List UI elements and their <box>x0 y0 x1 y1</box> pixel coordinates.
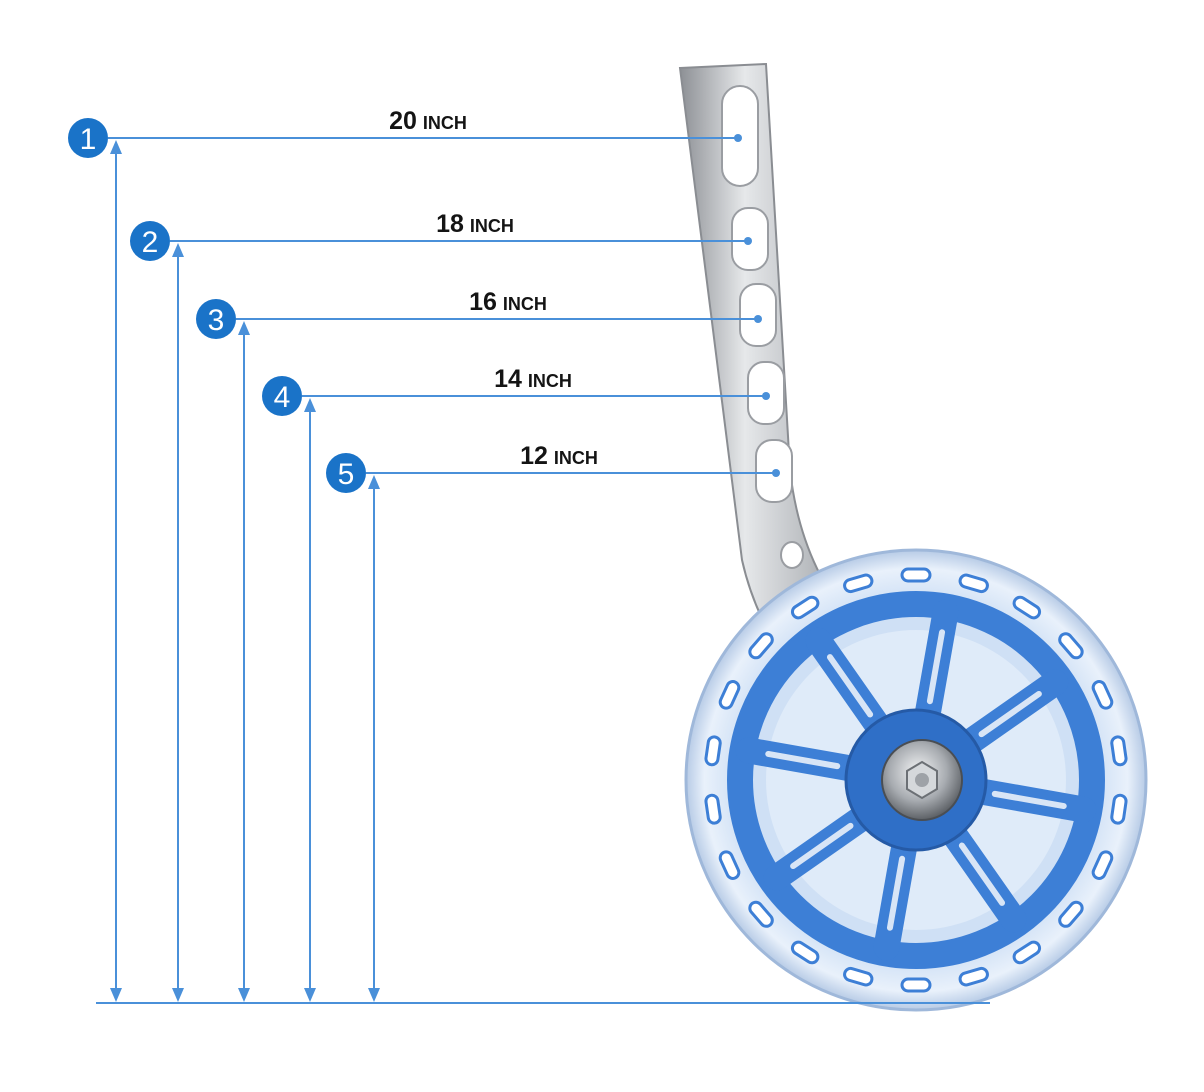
wheel-size-unit: INCH <box>528 371 572 391</box>
wheel-size-label: 12 INCH <box>520 442 598 470</box>
tire-slot <box>900 977 932 993</box>
training-wheel <box>684 548 1148 1012</box>
tire-slot <box>1091 850 1114 880</box>
arrow-up-icon <box>368 475 380 489</box>
tire-slot <box>1012 940 1042 965</box>
tire-slot <box>958 573 989 594</box>
wheel-size-unit: INCH <box>470 216 514 236</box>
wheel-size-unit: INCH <box>503 294 547 314</box>
tire-slot <box>958 966 989 987</box>
wheel-size-value: 16 <box>469 288 497 316</box>
level-badge <box>262 376 302 416</box>
tire-slot <box>1012 595 1042 620</box>
arrow-down-icon <box>172 988 184 1002</box>
level-badge-number: 2 <box>142 226 159 259</box>
wheel-size-label: 18 INCH <box>436 210 514 238</box>
arrow-down-icon <box>304 988 316 1002</box>
tire-slot <box>704 793 722 825</box>
tire-slot <box>1091 680 1114 710</box>
tire-slot <box>790 595 820 620</box>
tire-slot <box>790 940 820 965</box>
tire-slot <box>704 735 722 767</box>
wheel-size-unit: INCH <box>423 113 467 133</box>
tire-slot <box>843 573 874 594</box>
arrow-up-icon <box>172 243 184 257</box>
tire-slot <box>1058 900 1084 928</box>
tire-slot <box>748 900 774 928</box>
measure-level-5: 5 12 INCH <box>326 442 780 1002</box>
tire-slot <box>843 966 874 987</box>
level-badge-number: 5 <box>338 458 355 491</box>
tire-slot <box>1058 632 1084 660</box>
wheel-size-value: 14 <box>494 365 522 393</box>
level-badge <box>326 453 366 493</box>
wheel-size-value: 18 <box>436 210 464 238</box>
arrow-down-icon <box>110 988 122 1002</box>
tire-slot <box>1110 793 1128 825</box>
tire-slot <box>900 567 932 583</box>
arrow-up-icon <box>304 398 316 412</box>
level-badge <box>68 118 108 158</box>
wheel-spokes <box>735 599 1097 961</box>
level-badge-number: 1 <box>80 123 97 156</box>
wheel-size-value: 20 <box>389 107 417 135</box>
wheel-rim <box>727 591 1105 969</box>
level-badge-number: 4 <box>274 381 291 414</box>
mount-hole-marker <box>744 237 752 245</box>
mount-hole-marker <box>754 315 762 323</box>
wheel-size-unit: INCH <box>554 448 598 468</box>
arrow-up-icon <box>238 321 250 335</box>
tire-slot <box>718 850 741 880</box>
mount-hole-marker <box>762 392 770 400</box>
tire-slots <box>704 567 1128 993</box>
tire-slot <box>1110 735 1128 767</box>
wheel-size-label: 20 INCH <box>389 107 467 135</box>
wheel-size-value: 12 <box>520 442 548 470</box>
tire-slot <box>748 632 774 660</box>
level-badge <box>196 299 236 339</box>
mount-hole-marker <box>772 469 780 477</box>
wheel-size-label: 14 INCH <box>494 365 572 393</box>
arrow-up-icon <box>110 140 122 154</box>
level-badge-number: 3 <box>208 304 225 337</box>
mount-hole-marker <box>734 134 742 142</box>
tire-slot <box>718 680 741 710</box>
wheel-size-label: 16 INCH <box>469 288 547 316</box>
level-badge <box>130 221 170 261</box>
arrow-down-icon <box>368 988 380 1002</box>
arrow-down-icon <box>238 988 250 1002</box>
